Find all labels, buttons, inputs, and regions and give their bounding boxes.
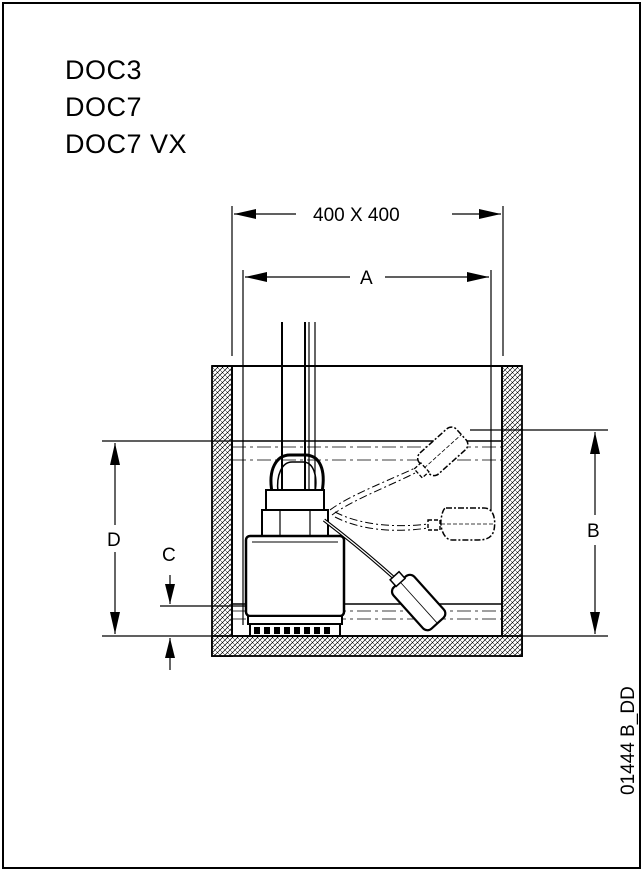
- overall-dimension: 400 X 400: [231, 205, 504, 356]
- dimension-c-label: C: [162, 545, 176, 566]
- dimension-d-label: D: [107, 530, 121, 551]
- float-switch: [322, 518, 447, 632]
- dimension-b-label: B: [587, 521, 600, 542]
- dimension-a: A: [242, 268, 492, 625]
- discharge-pipe: [281, 322, 316, 500]
- model-label-doc7vx: DOC7 VX: [65, 129, 188, 159]
- dimension-d: D: [102, 440, 232, 637]
- dimension-a-label: A: [360, 268, 373, 289]
- dimension-c: C: [160, 545, 246, 670]
- model-label-doc7: DOC7: [65, 92, 143, 122]
- float-switch-alt-positions: [329, 426, 496, 541]
- drawing-code: 01444 B_DD: [618, 686, 639, 795]
- overall-dimension-label: 400 X 400: [313, 205, 400, 226]
- pump: [244, 453, 346, 637]
- model-label-doc3: DOC3: [65, 55, 143, 85]
- dimension-b: B: [470, 429, 608, 637]
